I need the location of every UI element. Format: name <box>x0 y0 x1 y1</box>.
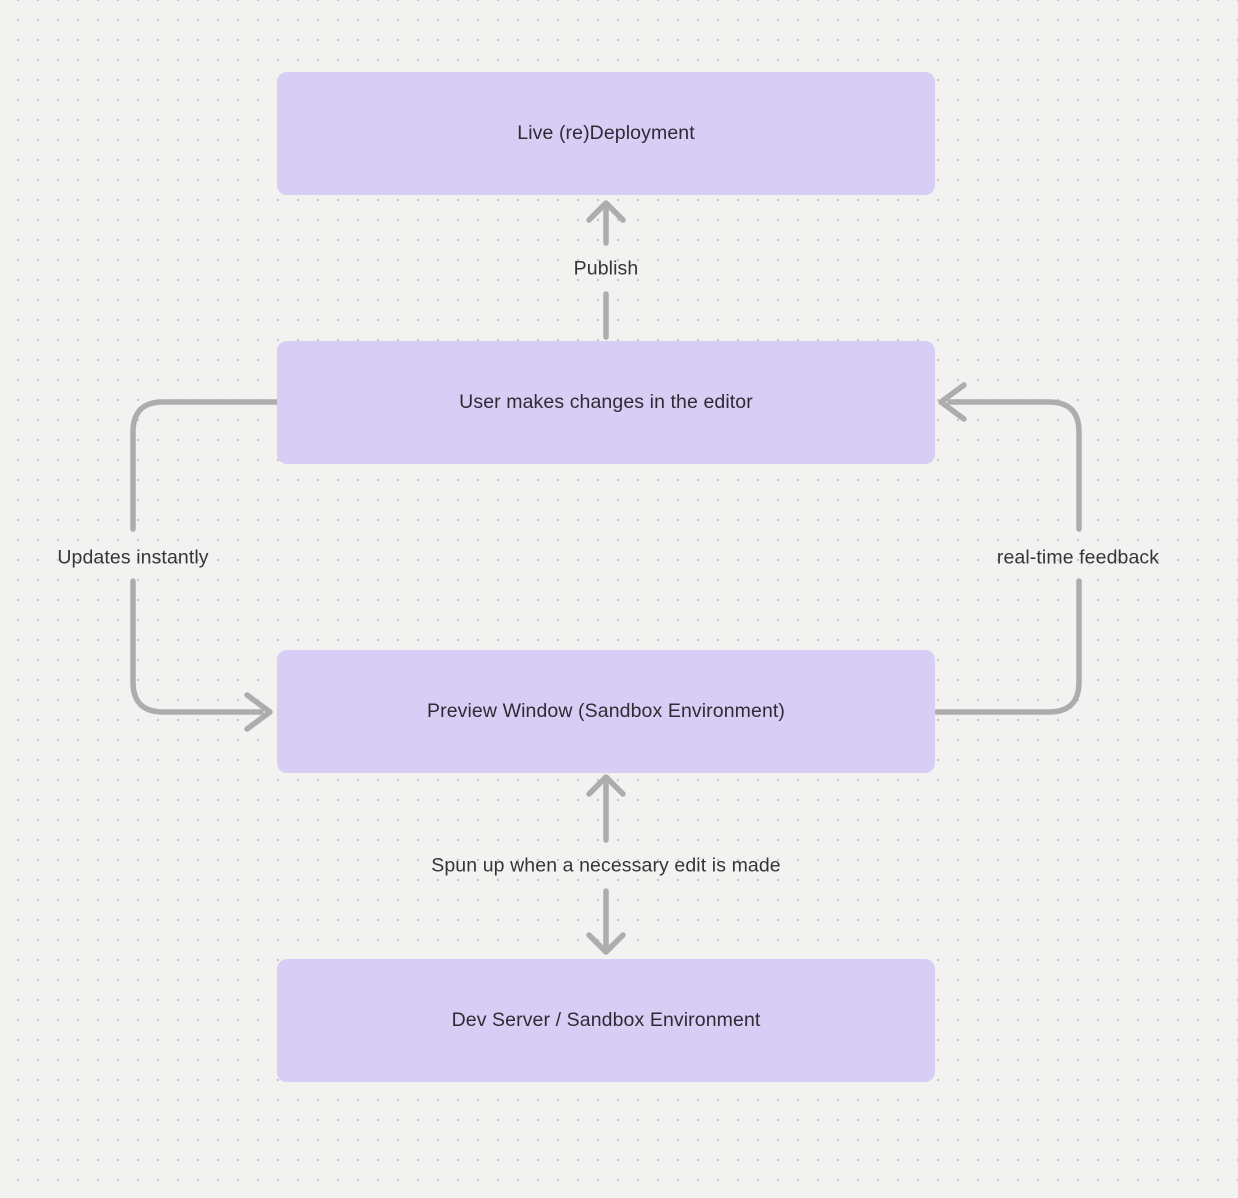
edge-label-updates-instantly: Updates instantly <box>57 546 209 569</box>
node-preview-window-label: Preview Window (Sandbox Environment) <box>427 700 785 722</box>
edge-label-spun-up: Spun up when a necessary edit is made <box>431 854 781 877</box>
edge-label-real-time-feedback: real-time feedback <box>996 546 1160 569</box>
node-user-changes-label: User makes changes in the editor <box>459 391 753 413</box>
edge-label-publish: Publish <box>573 257 639 280</box>
node-preview-window[interactable]: Preview Window (Sandbox Environment) <box>277 650 935 773</box>
node-live-redeployment-label: Live (re)Deployment <box>517 122 695 144</box>
node-dev-server[interactable]: Dev Server / Sandbox Environment <box>277 959 935 1082</box>
node-user-changes[interactable]: User makes changes in the editor <box>277 341 935 464</box>
node-live-redeployment[interactable]: Live (re)Deployment <box>277 72 935 195</box>
node-dev-server-label: Dev Server / Sandbox Environment <box>451 1009 761 1031</box>
